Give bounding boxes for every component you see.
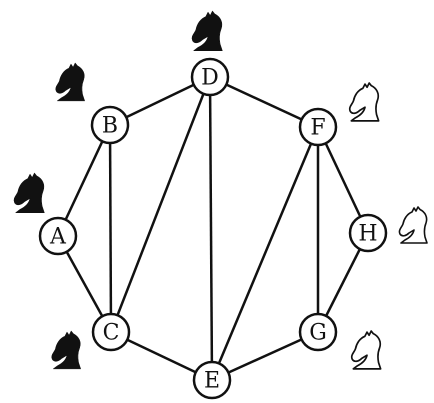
- node-circle-f: [298, 107, 338, 147]
- node-circle-h: [348, 213, 388, 253]
- white-knight-icon-g: [350, 330, 382, 370]
- edge-d-f: [209, 75, 319, 129]
- node-circle-b: [90, 105, 130, 145]
- white-knight-icon-f: [348, 82, 380, 122]
- node-circle-c: [91, 312, 131, 352]
- node-b: B: [90, 105, 130, 145]
- node-circle-d: [190, 57, 230, 97]
- node-label-h: H: [358, 222, 377, 247]
- black-knight-icon-a: [13, 172, 45, 214]
- node-f: F: [298, 107, 338, 147]
- edge-e-g: [211, 330, 319, 382]
- edge-d-e: [208, 76, 214, 381]
- edge-c-d: [109, 76, 212, 333]
- node-a: A: [38, 216, 78, 256]
- node-label-e: E: [204, 369, 220, 394]
- node-label-g: G: [309, 321, 327, 346]
- node-d: D: [190, 57, 230, 97]
- edge-b-c: [108, 124, 113, 333]
- edge-e-f: [210, 126, 320, 381]
- black-knight-icon-b: [55, 62, 86, 102]
- node-circle-g: [298, 312, 338, 352]
- edge-a-b: [56, 124, 112, 237]
- node-circle-a: [38, 216, 78, 256]
- node-label-c: C: [103, 321, 120, 346]
- nodes: A B C D E F G H: [38, 57, 388, 400]
- node-label-a: A: [49, 225, 67, 250]
- black-knight-icon-c: [51, 330, 82, 370]
- node-label-b: B: [102, 114, 118, 139]
- node-g: G: [298, 312, 338, 352]
- node-h: H: [348, 213, 388, 253]
- black-knight-icon-d: [191, 10, 223, 52]
- node-circle-e: [192, 360, 232, 400]
- edge-f-h: [316, 126, 370, 234]
- node-c: C: [91, 312, 131, 352]
- node-e: E: [192, 360, 232, 400]
- node-label-f: F: [310, 116, 325, 141]
- node-label-d: D: [201, 66, 219, 91]
- white-knight-icon-h: [398, 206, 428, 244]
